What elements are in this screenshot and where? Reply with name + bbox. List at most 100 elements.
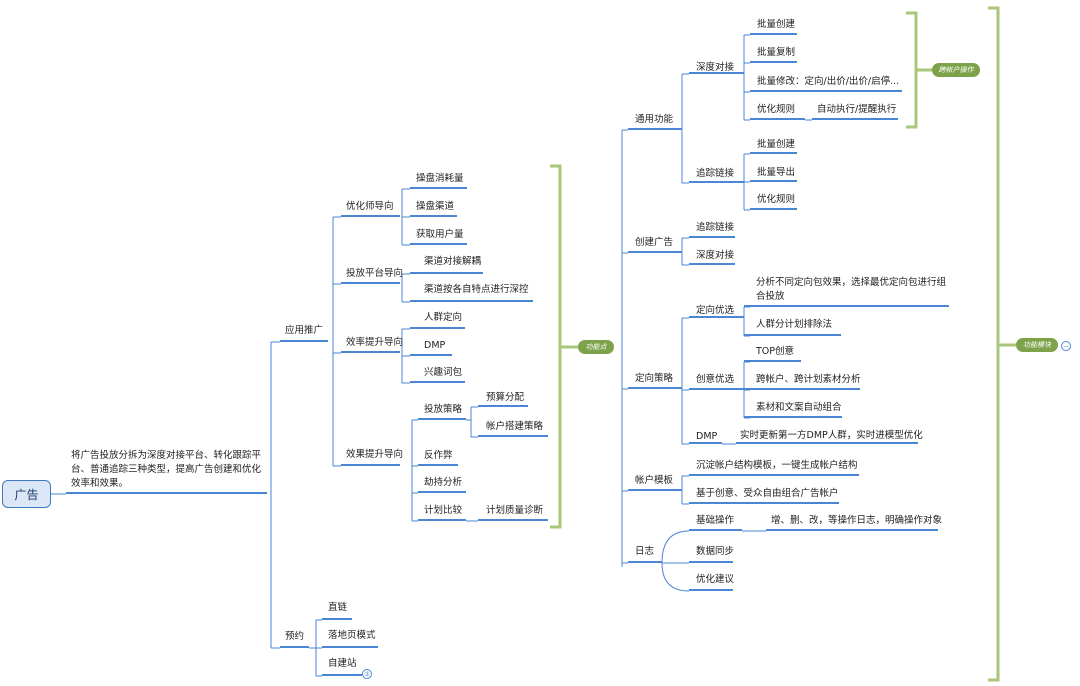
- underline: [418, 464, 458, 466]
- node-chuangjian[interactable]: 创建广告: [635, 237, 674, 248]
- node-effect-oriented[interactable]: 效果提升导向: [346, 449, 404, 460]
- node-cj-zhuizong[interactable]: 追踪链接: [696, 222, 735, 233]
- underline: [322, 674, 362, 676]
- node-auto-exec[interactable]: 自动执行/提醒执行: [817, 104, 897, 115]
- node-zhiliang[interactable]: 计划质量诊断: [486, 505, 544, 516]
- node-dx-1[interactable]: 分析不同定向包效果，选择最优定向包进行组合投放: [756, 277, 947, 302]
- underline: [689, 181, 744, 183]
- node-qd-shenkong[interactable]: 渠道按各自特点进行深控: [424, 284, 529, 295]
- node-zhuizong[interactable]: 追踪链接: [696, 168, 735, 179]
- node-zz-chuangjian[interactable]: 批量创建: [757, 139, 796, 150]
- underline: [410, 327, 465, 329]
- summary-pill-mokuai[interactable]: 功能模块: [1016, 338, 1058, 352]
- node-zz-daochu[interactable]: 批量导出: [757, 167, 796, 178]
- node-shendu[interactable]: 深度对接: [696, 62, 735, 73]
- underline: [689, 442, 722, 444]
- underline: [628, 387, 682, 389]
- node-kua-sucai[interactable]: 跨帐户、跨计划素材分析: [756, 374, 861, 385]
- node-shuju[interactable]: 数据同步: [696, 546, 735, 557]
- underline: [744, 360, 801, 362]
- node-pl-fuzhi[interactable]: 批量复制: [757, 47, 796, 58]
- node-efficiency-oriented[interactable]: 效率提升导向: [346, 337, 404, 348]
- underline: [689, 529, 742, 531]
- underline: [689, 263, 735, 265]
- node-dingxiang-celue[interactable]: 定向策略: [635, 373, 674, 384]
- node-fanzuobi[interactable]: 反作弊: [424, 450, 453, 461]
- underline: [750, 208, 797, 210]
- underline: [478, 435, 548, 437]
- underline: [689, 502, 839, 504]
- node-huoqu[interactable]: 获取用户量: [416, 229, 464, 240]
- node-caopan-qd[interactable]: 操盘渠道: [416, 201, 455, 212]
- underline: [410, 215, 457, 217]
- underline: [418, 491, 466, 493]
- node-jihua[interactable]: 计划比较: [424, 505, 463, 516]
- node-yusuan[interactable]: 预算分配: [486, 392, 525, 403]
- node-jichu-detail[interactable]: 增、删、改，等操作日志，明确操作对象: [771, 515, 943, 526]
- underline: [628, 561, 662, 563]
- underline: [744, 305, 949, 307]
- root-topic[interactable]: 广告: [2, 480, 51, 508]
- underline: [689, 388, 744, 390]
- node-celue[interactable]: 投放策略: [424, 404, 463, 415]
- summary-pill-gongneng[interactable]: 功能点: [578, 340, 614, 354]
- node-youhua-jianyi[interactable]: 优化建议: [696, 574, 735, 585]
- node-rizhi[interactable]: 日志: [635, 546, 655, 557]
- node-cy-youxuan[interactable]: 创意优选: [696, 374, 735, 385]
- node-zijian[interactable]: 自建站: [328, 658, 357, 669]
- node-optimizer-oriented[interactable]: 优化师导向: [346, 201, 394, 212]
- underline: [410, 300, 533, 302]
- node-app-promotion[interactable]: 应用推广: [285, 325, 324, 336]
- node-top-chuangyi[interactable]: TOP创意: [756, 346, 795, 357]
- node-zhanghu-dajian[interactable]: 帐户搭建策略: [486, 421, 544, 432]
- node-muban-2[interactable]: 基于创意、受众自由组合广告帐户: [696, 488, 839, 499]
- node-renqun[interactable]: 人群定向: [424, 312, 463, 323]
- underline: [280, 646, 309, 648]
- node-qd-jieou[interactable]: 渠道对接解耦: [424, 256, 482, 267]
- node-luodi[interactable]: 落地页模式: [328, 630, 376, 641]
- underline: [750, 180, 797, 182]
- node-reservation[interactable]: 预约: [285, 631, 305, 642]
- node-jiechi[interactable]: 劫持分析: [424, 477, 463, 488]
- node-jichu[interactable]: 基础操作: [696, 515, 735, 526]
- node-pl-chuangjian[interactable]: 批量创建: [757, 19, 796, 30]
- node-sucai-zuhe[interactable]: 素材和文案自动组合: [756, 402, 842, 413]
- underline: [322, 618, 352, 620]
- node-dmp-left[interactable]: DMP: [424, 340, 446, 351]
- node-platform-oriented[interactable]: 投放平台导向: [346, 268, 404, 279]
- summary-pill-kuazhanghu[interactable]: 跨帐户操作: [932, 63, 980, 77]
- underline: [744, 334, 841, 336]
- node-zz-guize[interactable]: 优化规则: [757, 194, 796, 205]
- node-caopan-xh[interactable]: 操盘消耗量: [416, 173, 464, 184]
- underline: [750, 33, 797, 35]
- collapse-toggle-icon[interactable]: ③: [362, 669, 372, 679]
- node-cj-shendu[interactable]: 深度对接: [696, 250, 735, 261]
- node-dmp-realtime[interactable]: 实时更新第一方DMP人群，实时进模型优化: [740, 430, 923, 441]
- root-description: 将广告投放分拆为深度对接平台、转化跟踪平台、普通追踪三种类型，提高广告创建和优化…: [71, 450, 262, 489]
- underline: [628, 128, 682, 130]
- underline: [689, 589, 733, 591]
- node-xingqu[interactable]: 兴趣词包: [424, 367, 463, 378]
- underline: [322, 646, 378, 648]
- node-muban-1[interactable]: 沉淀帐户结构模板，一键生成帐户结构: [696, 460, 858, 471]
- node-dmp-right[interactable]: DMP: [696, 431, 718, 442]
- node-dx-youxuan[interactable]: 定向优选: [696, 305, 735, 316]
- underline: [410, 381, 465, 383]
- node-tongyong[interactable]: 通用功能: [635, 114, 674, 125]
- node-zhilian[interactable]: 直链: [328, 602, 348, 613]
- underline: [478, 405, 528, 407]
- node-zhanghu-muban[interactable]: 帐户模板: [635, 475, 674, 486]
- collapse-toggle-icon-right[interactable]: —: [1061, 341, 1071, 351]
- underline: [410, 187, 467, 189]
- underline: [410, 243, 467, 245]
- node-dx-2[interactable]: 人群分计划排除法: [756, 319, 833, 330]
- underline: [628, 489, 682, 491]
- underline: [689, 72, 744, 74]
- underline: [750, 90, 902, 92]
- node-pl-xiugai[interactable]: 批量修改：定向/出价/出价/启停...: [757, 76, 900, 87]
- underline: [744, 416, 842, 418]
- underline: [410, 354, 452, 356]
- node-yh-guize[interactable]: 优化规则: [757, 104, 796, 115]
- underline: [766, 529, 938, 531]
- underline: [341, 282, 400, 284]
